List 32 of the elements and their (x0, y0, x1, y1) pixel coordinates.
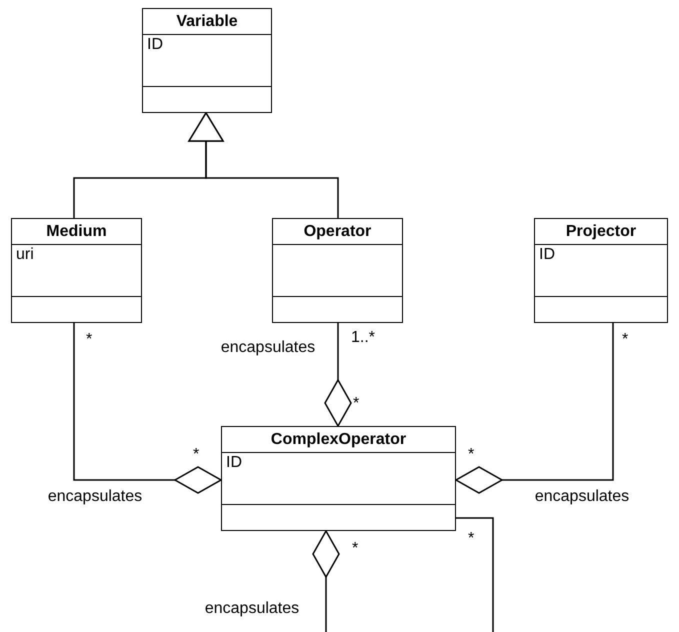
multiplicity-label: * (622, 331, 628, 349)
aggregation-line (324, 323, 352, 427)
aggregation-line (73, 323, 222, 494)
multiplicity-label: 1..* (351, 329, 376, 347)
multiplicity-label: * (193, 446, 200, 464)
edge-label: encapsulates (204, 600, 300, 618)
multiplicity-label: * (468, 446, 474, 464)
edge-label: encapsulates (220, 339, 316, 357)
class-box (142, 8, 272, 113)
multiplicity-label: * (468, 530, 474, 548)
class-name: ComplexOperator (270, 431, 406, 448)
multiplicity-label: * (353, 395, 360, 413)
class-name: Medium (46, 223, 107, 240)
class-box (11, 218, 142, 323)
multiplicity-label: * (86, 331, 92, 349)
attribute-text: ID (226, 453, 243, 473)
generalization-arrow (188, 112, 339, 218)
attribute-text: ID (147, 35, 164, 55)
edge-label: encapsulates (534, 488, 630, 506)
multiplicity-label: * (352, 540, 358, 558)
class-name: Projector (566, 223, 636, 240)
class-box (534, 218, 668, 323)
aggregation-line (455, 323, 614, 494)
class-name: Variable (176, 13, 238, 30)
attribute-text: ID (539, 245, 556, 265)
edge-label: encapsulates (48, 488, 142, 506)
association-line (456, 517, 494, 632)
class-box (221, 426, 456, 531)
class-box (272, 218, 403, 323)
class-name: Operator (304, 223, 372, 240)
attribute-text: uri (16, 245, 35, 265)
aggregation-line (312, 530, 340, 632)
